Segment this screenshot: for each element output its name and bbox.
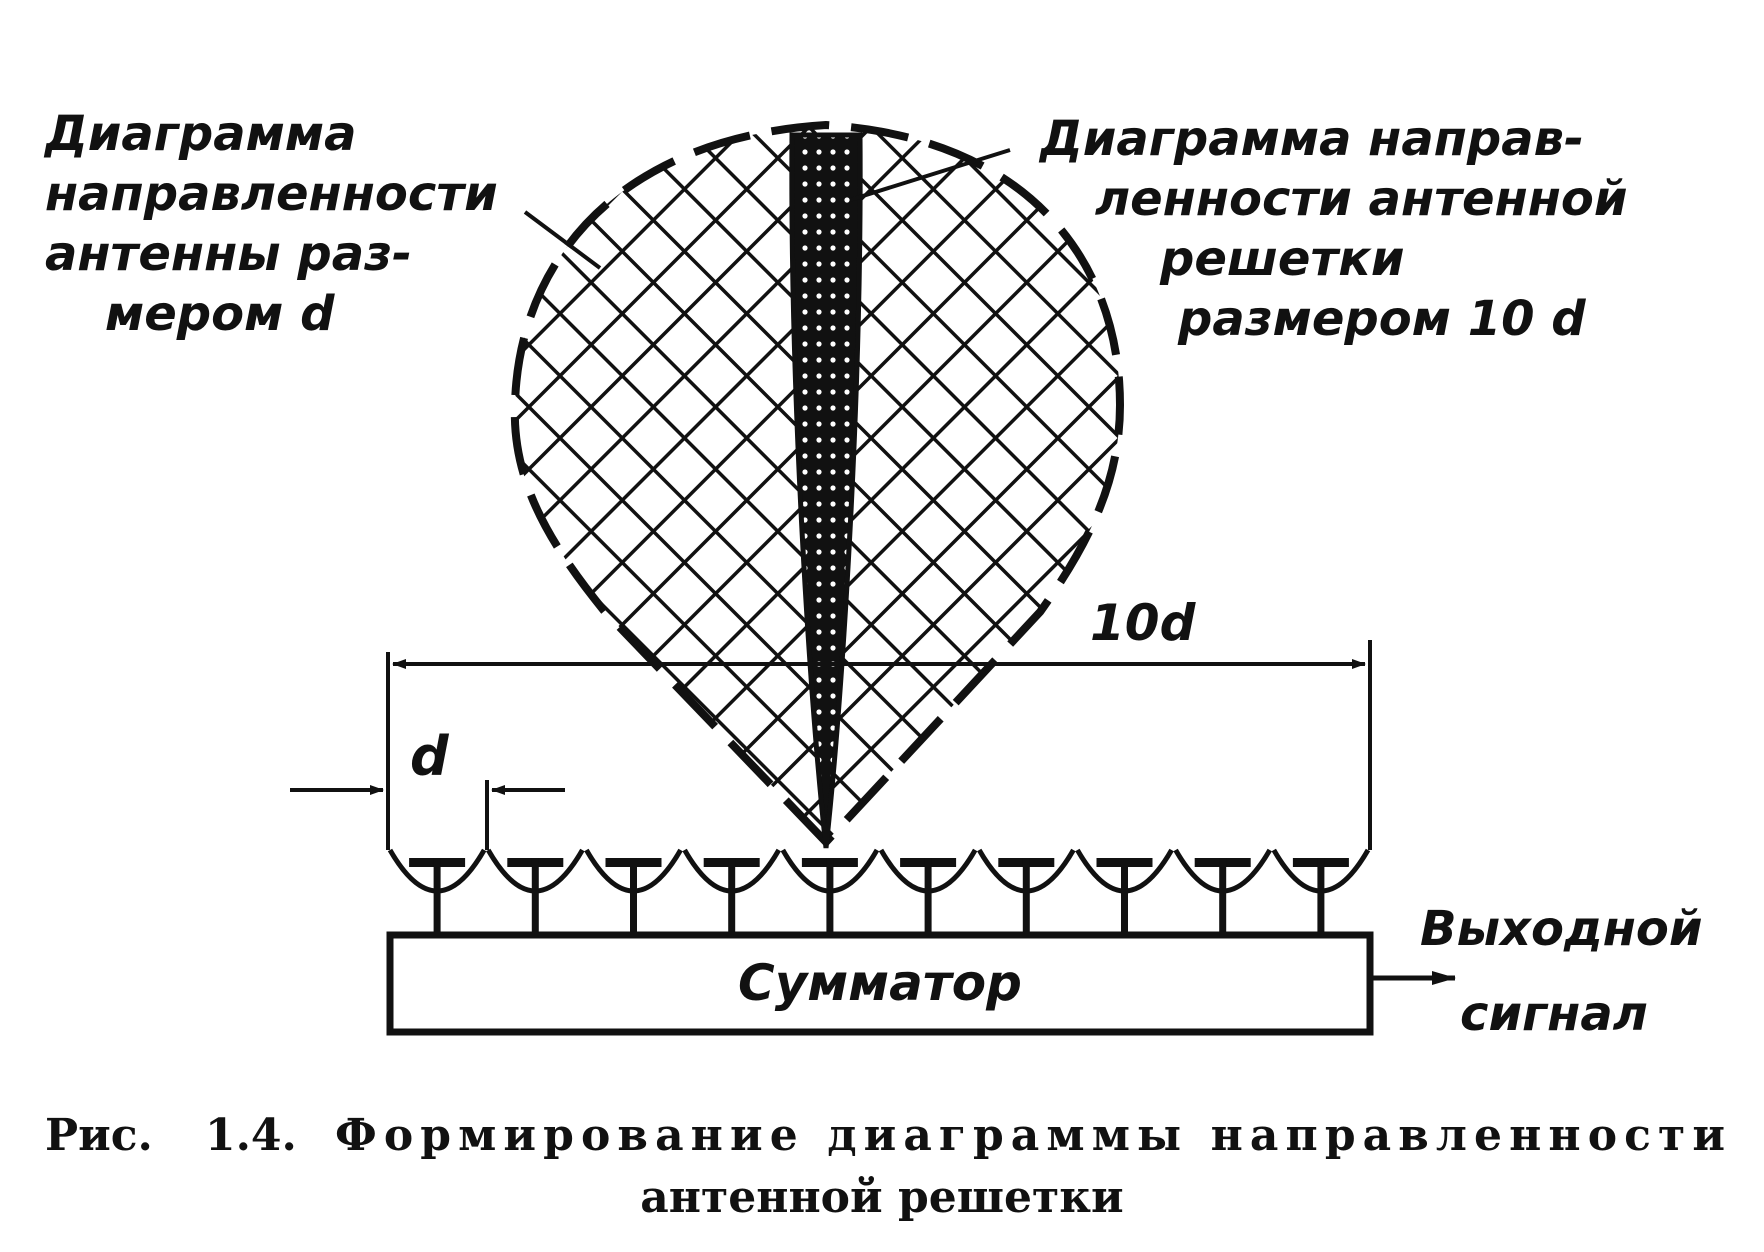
element-pattern-label: Диаграмма направленности антенны раз- ме… [43, 106, 514, 342]
total-width-label: 10d [1090, 594, 1197, 652]
antenna-elements [387, 848, 1371, 935]
output-line-1: Выходной [1420, 901, 1702, 957]
caption-number: 1.4. [205, 1110, 297, 1161]
element-pattern-line-1: Диаграмма [43, 106, 356, 162]
array-pattern-line-1: Диаграмма направ- [1038, 111, 1584, 167]
array-pattern-line-4: размером 10 d [1177, 291, 1586, 347]
element-pattern-leader [523, 210, 602, 270]
array-pattern-leader [849, 148, 1011, 202]
element-pattern-line-4: мером d [105, 286, 335, 342]
output-line-2: сигнал [1460, 986, 1648, 1042]
output-label: Выходной сигнал [1420, 901, 1719, 1042]
combiner-box [386, 931, 1374, 1036]
caption-line-2: антенной решетки [640, 1172, 1123, 1223]
caption-prefix: Рис. [45, 1110, 153, 1161]
array-pattern-label: Диаграмма направ- ленности антенной реше… [1038, 111, 1644, 347]
array-pattern-line-3: решетки [1159, 231, 1404, 287]
element-pattern-line-2: направленности [45, 166, 498, 222]
element-pattern-line-3: антенны раз- [45, 226, 412, 282]
combiner-label: Сумматор [738, 954, 1022, 1012]
array-pattern-line-2: ленности антенной [1095, 171, 1628, 227]
element-size-label: d [410, 725, 450, 788]
caption-line-1: Формирование диаграммы направленности [335, 1110, 1725, 1161]
